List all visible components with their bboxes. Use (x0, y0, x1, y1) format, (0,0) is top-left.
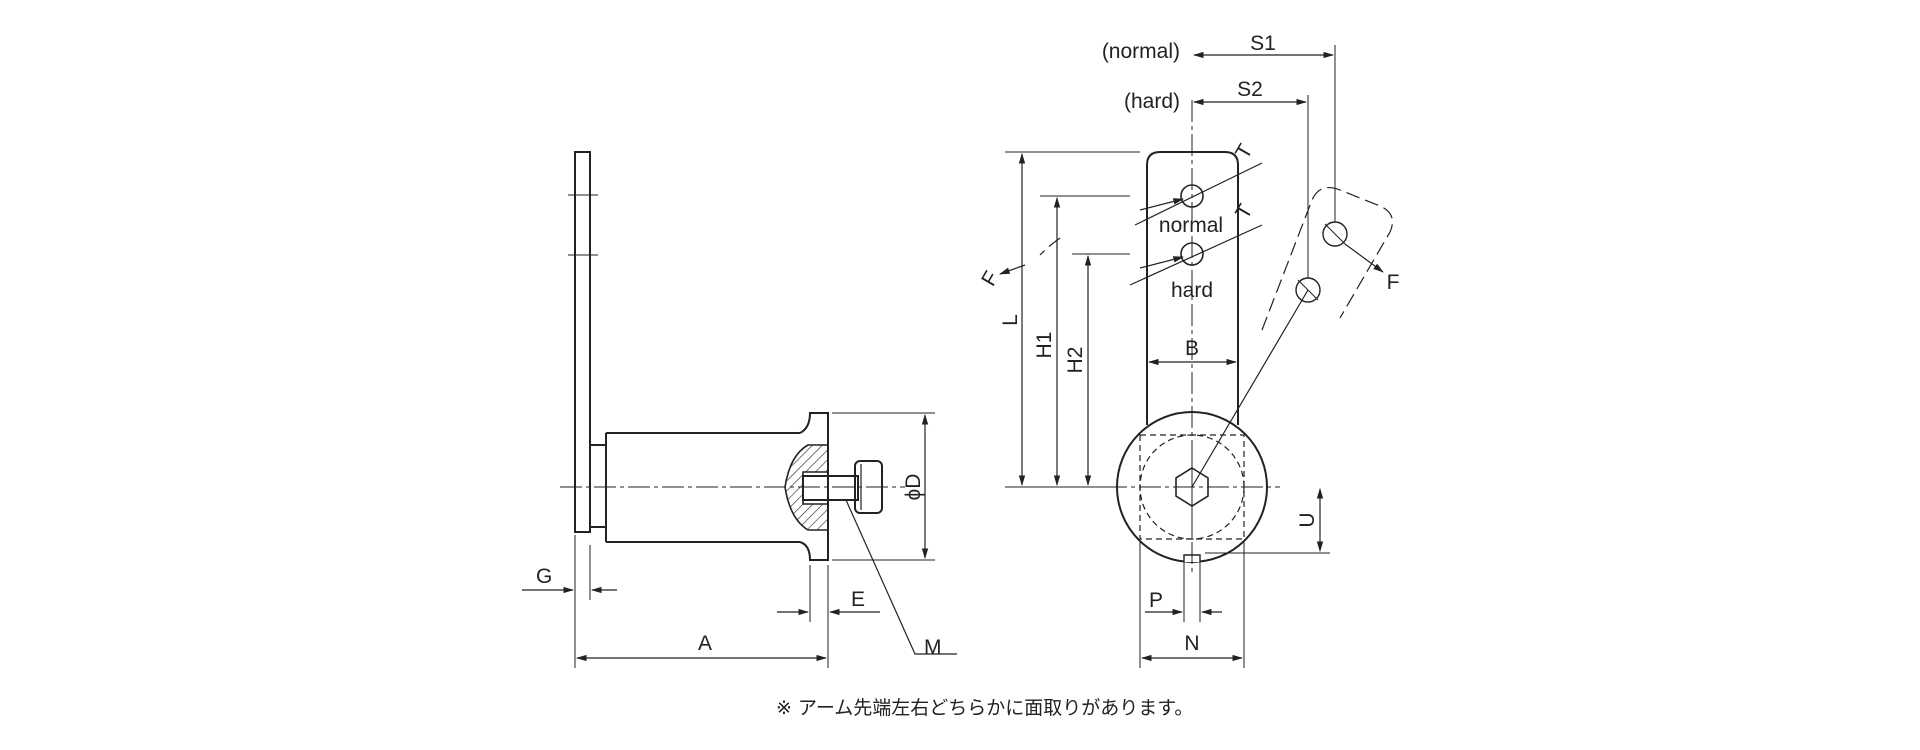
label-M: M (924, 636, 942, 659)
label-hard: hard (1171, 279, 1213, 302)
label-T-lower: T (1231, 200, 1257, 223)
label-U: U (1296, 512, 1319, 527)
label-H2: H2 (1064, 347, 1087, 374)
label-F-right: F (1387, 271, 1400, 294)
label-G: G (536, 565, 552, 588)
label-normal: normal (1159, 214, 1223, 237)
label-N: N (1184, 632, 1199, 655)
dimline-T-lower (1129, 224, 1263, 286)
dimline-F-right (1344, 243, 1384, 273)
swing-hole-hard-cross (1297, 279, 1319, 301)
mounting-plate (574, 151, 591, 533)
label-L: L (999, 314, 1022, 326)
label-H1: H1 (1033, 332, 1056, 359)
swing-hole-normal-cross (1324, 223, 1346, 245)
leader-M (845, 499, 957, 655)
label-E: E (851, 588, 865, 611)
section-cut (784, 444, 829, 531)
dimline-T-upper-b (1139, 198, 1185, 211)
screw-shank (802, 475, 859, 501)
label-F-left: F (977, 267, 1003, 290)
front-view (998, 45, 1393, 668)
swing-line (1191, 289, 1309, 488)
base-flange (589, 444, 607, 528)
label-phiD: ϕD (902, 474, 925, 501)
label-S2: S2 (1237, 78, 1263, 101)
label-S1: S1 (1250, 32, 1276, 55)
dimline-T-upper (1134, 162, 1263, 226)
label-hard-paren: (hard) (1124, 90, 1180, 113)
label-A: A (698, 632, 712, 655)
label-B: B (1185, 337, 1199, 360)
label-normal-paren: (normal) (1102, 40, 1180, 63)
swing-arm-outline (1261, 187, 1393, 331)
footnote: ※ アーム先端左右どちらかに面取りがあります。 (776, 697, 1194, 719)
dimline-T-lower-b (1139, 256, 1185, 269)
label-P: P (1149, 589, 1163, 612)
side-view (522, 151, 957, 668)
dimline-F-left (998, 264, 1026, 275)
label-T-upper: T (1231, 140, 1257, 163)
